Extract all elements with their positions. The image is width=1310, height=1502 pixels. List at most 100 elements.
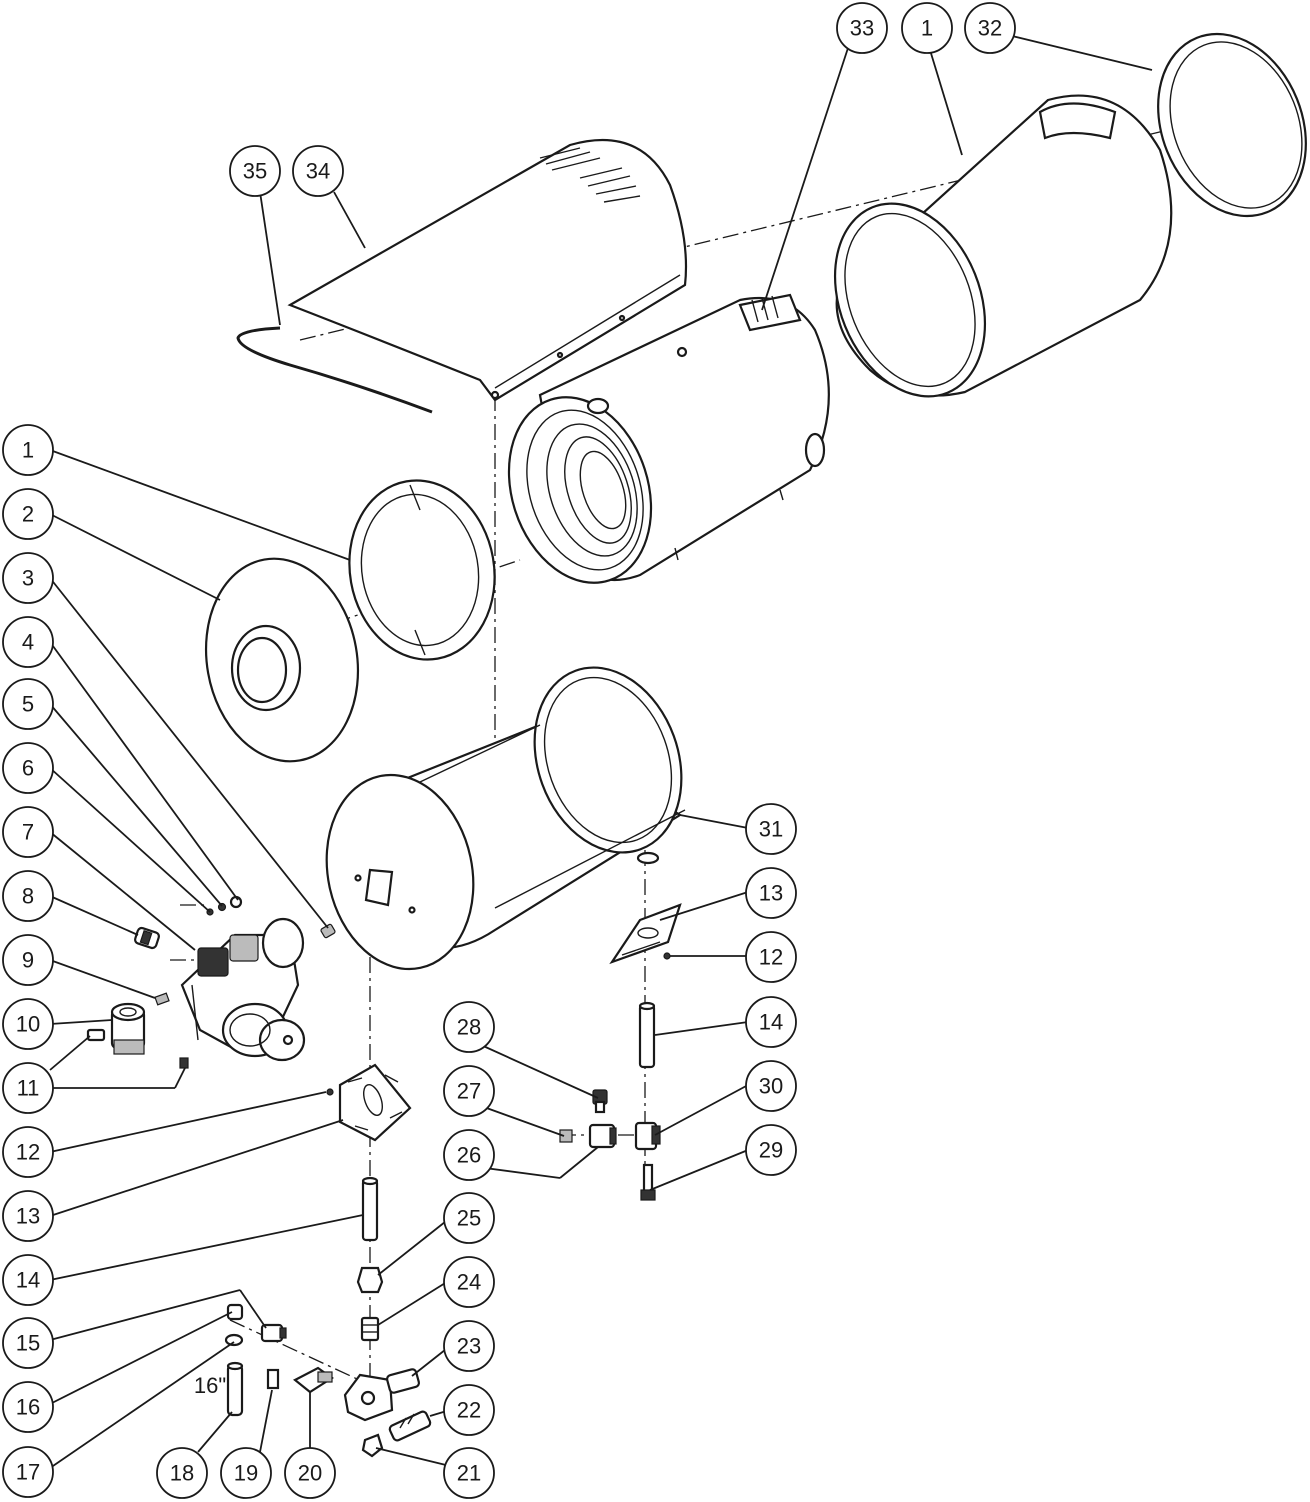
callout-21: 21: [443, 1447, 495, 1499]
callout-1-top: 1: [901, 2, 953, 54]
callout-18: 18: [156, 1447, 208, 1499]
part-9-nipple: [154, 992, 170, 1006]
callout-16: 16: [2, 1381, 54, 1433]
part-35-gasket-strip: [236, 326, 433, 414]
svg-text:9: 9: [22, 948, 34, 973]
callout-32: 32: [964, 2, 1016, 54]
svg-text:20: 20: [298, 1461, 322, 1486]
svg-text:8: 8: [22, 884, 34, 909]
callout-11: 11: [2, 1062, 54, 1114]
callout-6: 6: [2, 742, 54, 794]
part-23-valve-body: [343, 1368, 421, 1422]
callout-9: 9: [2, 934, 54, 986]
callout-19: 19: [220, 1447, 272, 1499]
svg-text:13: 13: [759, 881, 783, 906]
svg-text:18: 18: [170, 1461, 194, 1486]
callout-14-right: 14: [745, 996, 797, 1048]
leader-lines: [49, 35, 1153, 1469]
callout-22: 22: [443, 1384, 495, 1436]
svg-text:17: 17: [16, 1460, 40, 1485]
part-1-ring: [348, 479, 496, 661]
callout-23: 23: [443, 1320, 495, 1372]
svg-text:13: 13: [16, 1204, 40, 1229]
callout-15: 15: [2, 1317, 54, 1369]
part-18-hose: 16": [194, 1361, 244, 1417]
svg-text:2: 2: [22, 502, 34, 527]
part-10-solenoid-coil: [110, 1002, 146, 1055]
part-1-outer-shell: [833, 94, 1173, 398]
callout-17: 17: [2, 1446, 54, 1498]
part-29-bolt: [640, 1163, 656, 1201]
svg-text:32: 32: [978, 16, 1002, 41]
callout-30: 30: [745, 1060, 797, 1112]
part-27-plug: [559, 1129, 573, 1143]
part-24-fitting: [360, 1316, 380, 1342]
part-31-lower-housing: [325, 666, 686, 971]
svg-text:1: 1: [22, 438, 34, 463]
part-11-connector: [86, 1028, 189, 1069]
callout-7: 7: [2, 806, 54, 858]
part-22-filter: [388, 1410, 432, 1442]
svg-text:35: 35: [243, 159, 267, 184]
callout-28: 28: [443, 1001, 495, 1053]
callout-2: 2: [2, 488, 54, 540]
part-13-bracket-right: [609, 903, 682, 965]
svg-text:30: 30: [759, 1074, 783, 1099]
callout-10: 10: [2, 998, 54, 1050]
callout-26: 26: [443, 1129, 495, 1181]
callout-34: 34: [292, 145, 344, 197]
callout-8: 8: [2, 870, 54, 922]
part-19-fitting: [266, 1368, 280, 1390]
callout-13-right: 13: [745, 867, 797, 919]
svg-text:24: 24: [457, 1270, 481, 1295]
part-14-rod-left: [361, 1176, 379, 1242]
svg-text:7: 7: [22, 820, 34, 845]
part-30-tee-fitting: [634, 1121, 661, 1151]
svg-text:14: 14: [759, 1010, 783, 1035]
callout-12-right: 12: [745, 931, 797, 983]
part-14-rod-right: [638, 1001, 656, 1069]
svg-text:21: 21: [457, 1461, 481, 1486]
callout-14-left: 14: [2, 1254, 54, 1306]
part-8-fitting: [134, 926, 160, 950]
part-32-end-cap: [1157, 32, 1307, 218]
svg-text:23: 23: [457, 1334, 481, 1359]
part-25-nut: [356, 1266, 384, 1294]
svg-text:3: 3: [22, 566, 34, 591]
part-16-elbow: [226, 1303, 244, 1321]
part-20-block: [292, 1366, 334, 1394]
callout-25: 25: [443, 1192, 495, 1244]
svg-text:12: 12: [759, 945, 783, 970]
svg-text:29: 29: [759, 1138, 783, 1163]
callout-33: 33: [836, 2, 888, 54]
part-12-screw-left: [326, 1088, 334, 1096]
svg-text:5: 5: [22, 692, 34, 717]
svg-text:31: 31: [759, 817, 783, 842]
part-7-motor-pump-assembly: [180, 917, 306, 1062]
part-33-combustion-chamber: [507, 293, 830, 584]
svg-text:33: 33: [850, 16, 874, 41]
svg-text:16: 16: [16, 1395, 40, 1420]
hose-length-note: 16": [194, 1373, 226, 1398]
svg-text:28: 28: [457, 1015, 481, 1040]
callout-29: 29: [745, 1124, 797, 1176]
part-26-elbow: [588, 1123, 617, 1149]
svg-text:34: 34: [306, 159, 330, 184]
svg-text:27: 27: [457, 1079, 481, 1104]
svg-text:12: 12: [16, 1140, 40, 1165]
svg-text:4: 4: [22, 630, 34, 655]
callout-13-left: 13: [2, 1190, 54, 1242]
callout-5: 5: [2, 678, 54, 730]
svg-text:11: 11: [17, 1076, 40, 1101]
svg-text:15: 15: [16, 1331, 40, 1356]
part-15-tee: [260, 1323, 287, 1343]
callout-12-left: 12: [2, 1126, 54, 1178]
svg-text:6: 6: [22, 756, 34, 781]
part-34-top-cover: [287, 138, 688, 402]
part-12-screw-right: [663, 952, 671, 960]
svg-text:19: 19: [234, 1461, 258, 1486]
callout-24: 24: [443, 1256, 495, 1308]
svg-text:10: 10: [16, 1012, 40, 1037]
